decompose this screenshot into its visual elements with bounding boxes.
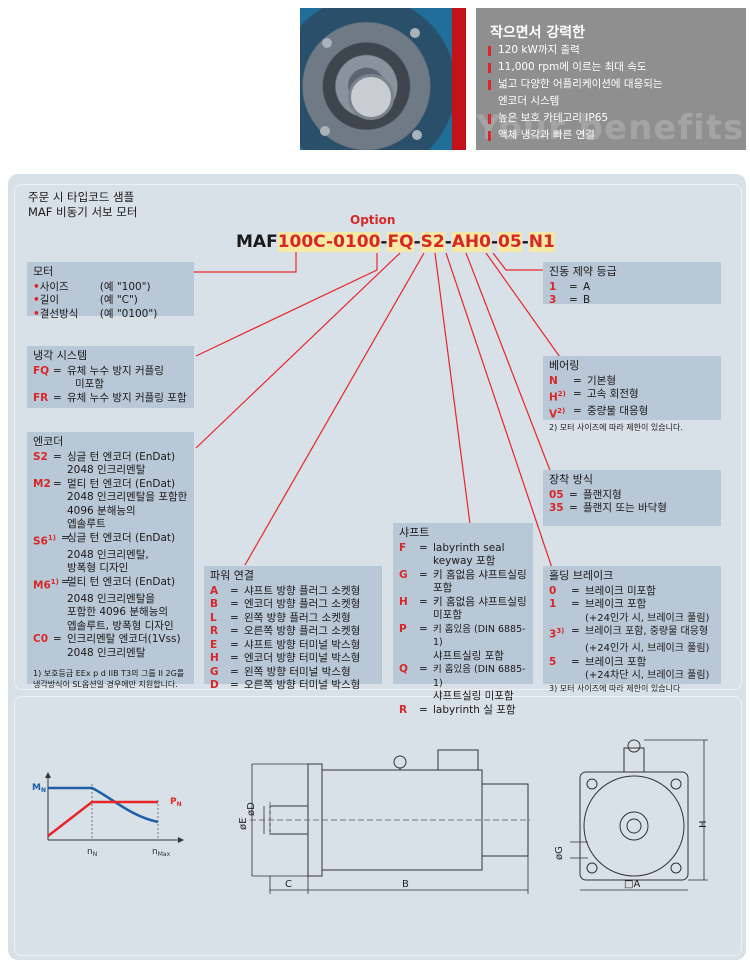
power-box: 파워 연결 A=샤프트 방향 플러그 소켓형 B=엔코더 방향 플러그 소켓형 …	[204, 566, 382, 691]
benefits-title: 작으면서 강력한	[490, 25, 586, 41]
lifting-eye-front	[627, 739, 641, 753]
x-axis-arrow	[178, 837, 184, 843]
shaft-box: 샤프트 F=labyrinth seal keyway 포함 G=키 홈없음 샤…	[393, 523, 533, 716]
connector-encoder	[195, 252, 401, 449]
motor-title: 모터	[33, 265, 54, 278]
connector-shaft	[434, 252, 471, 525]
benefits-panel	[476, 8, 746, 150]
mount-hole	[670, 778, 682, 790]
dim-label-H: H	[698, 820, 709, 828]
lifting-eye	[393, 755, 407, 769]
rated-speed-label: nN	[87, 847, 97, 858]
power-curve	[47, 800, 158, 837]
torque-power-chart: MN PN nN nMax	[32, 772, 184, 858]
dim-label-B: B	[402, 879, 409, 890]
benefit-item: 넓고 다양한 어플리케이션에 대응되는	[488, 76, 663, 93]
connector-bearing	[485, 252, 563, 361]
y-axis-arrow	[45, 772, 51, 778]
encoder-box: 엔코더 S2=싱글 턴 엔코더 (EnDat) 2048 인크리멘탈 M2=멀티…	[27, 432, 194, 689]
code-part: S2	[420, 232, 445, 252]
dim-label-D: øD	[246, 802, 257, 816]
motor-rear-housing	[481, 783, 529, 857]
code-part: N1	[528, 232, 555, 252]
torque-curve	[48, 786, 159, 824]
drawing-section	[14, 696, 742, 956]
code-part: -	[413, 232, 421, 252]
code-part: 100C-0100	[277, 232, 381, 252]
benefit-item: 엔코더 시스템	[498, 95, 560, 107]
bearing-box: 베어링 N=기본형 H2)=고속 회전형 V2)=중량물 대응형 2) 모터 사…	[543, 356, 721, 432]
code-part: MAF	[236, 232, 278, 252]
front-view-drawing: H øG □A	[554, 739, 709, 891]
cooling-title: 냉각 시스템	[33, 349, 88, 362]
max-speed-label: nMax	[152, 847, 171, 858]
power-label: PN	[170, 797, 182, 808]
mounting-box: 장착 방식 05=플랜지형 35=플랜지 또는 바닥형	[543, 470, 721, 526]
dim-label-G: øG	[554, 846, 565, 860]
mount-hole	[670, 862, 682, 874]
terminal-box-front	[623, 747, 645, 773]
encoder-note: 1) 보호등급 EEx p d IIB T3의 그룹 II 2G를 냉각방식이 …	[33, 669, 185, 689]
code-part: FQ	[387, 232, 414, 252]
type-code: MAF100C-0100-FQ-S2-AH0-05-N1	[236, 232, 555, 252]
bearing-note: 2) 모터 사이즈에 따라 제한이 있습니다.	[549, 423, 683, 432]
dim-label-E: øE	[238, 818, 249, 830]
code-part: -	[444, 232, 452, 252]
benefit-item: 액체 냉각과 빠른 연결	[488, 127, 663, 144]
encoder-title: 엔코더	[33, 435, 64, 448]
shaft-circle	[619, 811, 649, 841]
code-part: -	[380, 232, 388, 252]
benefits-list: 120 kW까지 출력 11,000 rpm에 이르는 최대 속도 넓고 다양한…	[488, 42, 663, 144]
connector-cooling	[195, 253, 378, 357]
flange-square	[579, 771, 689, 881]
power-title: 파워 연결	[210, 569, 254, 582]
code-part: AH0	[451, 232, 491, 252]
flange-circle	[583, 775, 685, 877]
terminal-box	[437, 749, 479, 771]
side-view-drawing: øE øD C B	[238, 749, 530, 894]
vibration-box: 진동 제약 등급 1=A 3=B	[543, 262, 721, 306]
option-label: Option	[350, 213, 396, 227]
connector-motor	[194, 252, 297, 273]
connector-mounting	[465, 252, 552, 474]
dim-label-A: □A	[624, 879, 640, 890]
dim-label-C: C	[285, 879, 292, 890]
bearing-title: 베어링	[549, 359, 580, 372]
torque-label: MN	[32, 783, 46, 794]
code-part: 05	[498, 232, 522, 252]
benefit-item: 11,000 rpm에 이르는 최대 속도	[488, 59, 663, 76]
order-title: 주문 시 타입코드 샘플 MAF 비동기 서보 모터	[28, 190, 138, 219]
cooling-box: 냉각 시스템 FQ=유체 누수 방지 커플링 미포함 FR=유체 누수 방지 커…	[27, 346, 194, 408]
connector-brake	[445, 252, 553, 569]
code-part: -	[490, 232, 499, 252]
vibration-title: 진동 제약 등급	[549, 265, 617, 278]
connector-power	[244, 252, 425, 566]
motor-box: 모터 • 사이즈(예 "100") • 길이(예 "C") • 결선방식(예 "…	[27, 262, 194, 320]
brake-note: 3) 모터 사이즈에 따라 제한이 있습니다	[549, 683, 681, 693]
brake-title: 홀딩 브레이크	[549, 569, 614, 582]
mount-hole	[586, 778, 598, 790]
benefit-item: 120 kW까지 출력	[488, 42, 663, 59]
mount-hole	[586, 862, 598, 874]
benefits-watermark: Your benefits	[476, 108, 745, 148]
connector-vibration	[492, 252, 543, 271]
code-part: -	[521, 232, 529, 252]
brake-box: 홀딩 브레이크 0=브레이크 미포함 1=브레이크 포함 (+24인가 시, 브…	[543, 566, 721, 693]
motor-photo	[300, 8, 466, 150]
mounting-title: 장착 방식	[549, 473, 593, 486]
benefit-item: 높은 보호 카테고리 IP65	[488, 110, 663, 127]
shaft-title: 샤프트	[399, 526, 430, 539]
type-code-section	[14, 184, 742, 690]
